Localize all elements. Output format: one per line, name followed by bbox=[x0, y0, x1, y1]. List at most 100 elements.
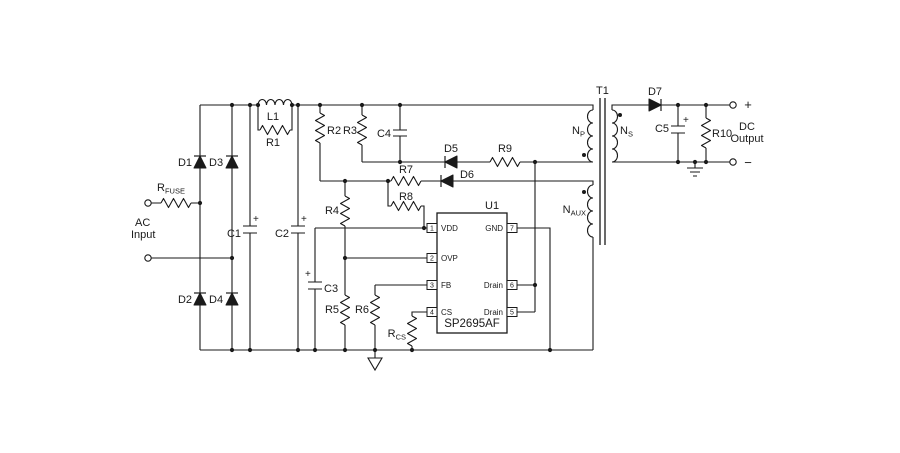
dc-plus-sign: + bbox=[744, 97, 752, 112]
output-section: D7 C5 + R10 + − DC Output bbox=[648, 86, 764, 177]
pin1-box bbox=[426, 223, 438, 233]
pin6-number: 6 bbox=[510, 283, 514, 290]
fuse-label: RFUSE bbox=[157, 182, 185, 196]
np-winding-label: NP bbox=[572, 125, 585, 139]
l1-label: L1 bbox=[267, 111, 279, 123]
pin2-box bbox=[426, 253, 438, 263]
dc-terminal-plus bbox=[729, 101, 737, 109]
secondary-winding-ns bbox=[611, 109, 619, 163]
wire-segment bbox=[257, 105, 293, 131]
earth-ground-icon bbox=[687, 167, 703, 177]
c4-label: C4 bbox=[377, 128, 391, 140]
inductor-l1-symbol bbox=[257, 99, 293, 106]
pin4-number: 4 bbox=[430, 310, 434, 317]
pin3-number: 3 bbox=[430, 283, 434, 290]
pin1-name: VDD bbox=[441, 224, 458, 233]
capacitor-c1-plates bbox=[243, 225, 257, 234]
dc-terminal-minus bbox=[729, 158, 737, 166]
ic-part-number: SP2695AF bbox=[444, 318, 500, 330]
ac-input-label-line2: Input bbox=[131, 229, 155, 241]
naux-winding-label: NAUX bbox=[563, 204, 586, 218]
pin5-box bbox=[506, 307, 518, 317]
wire-segment bbox=[387, 181, 425, 228]
wire-segment bbox=[517, 227, 551, 350]
capacitor-c2-plates bbox=[291, 225, 305, 234]
dc-output-label-line2: Output bbox=[730, 133, 763, 145]
signal-ground-symbol bbox=[367, 357, 383, 372]
pin7-name: GND bbox=[485, 224, 503, 233]
pin5-number: 5 bbox=[510, 310, 514, 317]
wire-segment bbox=[315, 227, 427, 286]
r9-label: R9 bbox=[498, 143, 512, 155]
pin4-name: CS bbox=[441, 308, 452, 317]
aux-winding-naux bbox=[586, 184, 594, 238]
primary-winding-np bbox=[586, 109, 594, 163]
dc-minus-sign: − bbox=[744, 155, 752, 170]
ns-winding-label: NS bbox=[620, 125, 633, 139]
c1-label: C1 bbox=[227, 228, 241, 240]
ic-body bbox=[436, 212, 508, 334]
pin6-box bbox=[506, 280, 518, 290]
c3-polarity-plus: + bbox=[305, 269, 311, 280]
ac-input-section: RFUSE AC Input bbox=[131, 182, 192, 262]
clamp-snubber-section: R3 C4 D5 R9 bbox=[343, 114, 521, 169]
pin3-box bbox=[426, 280, 438, 290]
dc-output-label-line1: DC bbox=[739, 121, 755, 133]
d5-label: D5 bbox=[444, 143, 458, 155]
pin2-number: 2 bbox=[430, 256, 434, 263]
naux-phase-dot bbox=[582, 190, 586, 194]
pin1-number: 1 bbox=[430, 226, 434, 233]
d1-label: D1 bbox=[178, 157, 192, 169]
r2-label: R2 bbox=[327, 125, 341, 137]
ns-phase-dot bbox=[618, 113, 622, 117]
capacitor-c3-plates bbox=[308, 281, 322, 290]
c5-polarity-plus: + bbox=[683, 115, 689, 126]
earth-ground-symbol bbox=[687, 167, 703, 177]
ac-input-label-line1: AC bbox=[135, 217, 150, 229]
r4-label: R4 bbox=[325, 205, 339, 217]
junction-dots bbox=[197, 102, 709, 353]
r10-label: R10 bbox=[712, 128, 732, 140]
c2-label: C2 bbox=[275, 228, 289, 240]
ac-terminal-bottom bbox=[144, 254, 152, 262]
r1-label: R1 bbox=[266, 137, 280, 149]
rcs-label: RCS bbox=[388, 328, 406, 342]
wire-segment bbox=[199, 105, 233, 350]
aux-supply-section: R7 D6 R8 + C3 bbox=[305, 164, 474, 295]
c3-label: C3 bbox=[324, 283, 338, 295]
pin5-name: Drain bbox=[484, 308, 503, 317]
pin7-number: 7 bbox=[510, 226, 514, 233]
bridge-rectifier: D1 D3 D2 D4 bbox=[178, 155, 239, 306]
d6-label: D6 bbox=[460, 169, 474, 181]
ac-terminal-top bbox=[144, 199, 152, 207]
pin2-name: OVP bbox=[441, 254, 458, 263]
ground-triangle-icon bbox=[367, 357, 383, 372]
pin4-box bbox=[426, 307, 438, 317]
d2-label: D2 bbox=[178, 294, 192, 306]
controller-ic: U1 SP2695AF 1 2 3 4 7 6 5 VDD OVP FB CS … bbox=[426, 200, 518, 334]
r3-label: R3 bbox=[343, 125, 357, 137]
divider-resistors: R4 R5 R6 bbox=[325, 195, 381, 326]
pin3-name: FB bbox=[441, 281, 451, 290]
np-phase-dot bbox=[582, 153, 586, 157]
r8-label: R8 bbox=[399, 191, 413, 203]
capacitor-c4-plates bbox=[393, 129, 407, 137]
startup-resistor: R2 bbox=[314, 112, 341, 144]
c1-polarity-plus: + bbox=[253, 214, 259, 225]
current-sense-resistor: RCS bbox=[388, 315, 418, 347]
r7-label: R7 bbox=[399, 164, 413, 176]
wire-segment bbox=[611, 104, 730, 110]
ic-ref-label: U1 bbox=[485, 200, 499, 212]
pin7-box bbox=[506, 223, 518, 233]
d4-label: D4 bbox=[209, 294, 223, 306]
transformer-ref-label: T1 bbox=[596, 85, 609, 97]
capacitor-c5-plates bbox=[671, 125, 685, 134]
d3-label: D3 bbox=[209, 157, 223, 169]
input-filter-section: C1 + C2 + L1 R1 bbox=[227, 99, 307, 240]
transformer: T1 NP NS NAUX bbox=[563, 85, 633, 245]
wire-segment bbox=[320, 180, 594, 185]
d7-label: D7 bbox=[648, 86, 662, 98]
r5-label: R5 bbox=[325, 304, 339, 316]
pin6-name: Drain bbox=[484, 281, 503, 290]
